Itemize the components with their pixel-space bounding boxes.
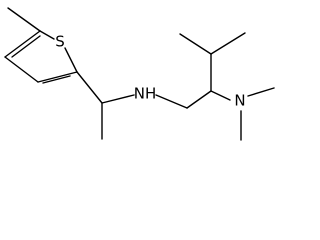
bond-c2-c3: [37, 71, 78, 83]
bond-c5-methyl: [7, 7, 41, 32]
bond-c5-s: [39, 30, 55, 40]
bond-ch-n: [210, 90, 231, 101]
bond-c2-c3-inner: [42, 75, 71, 84]
bond-s-c2: [64, 47, 78, 73]
bond-c4-c5-inner: [11, 35, 41, 58]
bond-c3-c4: [4, 56, 39, 83]
amine-nh-label: NH: [134, 85, 157, 103]
bond-n-methyl-upper: [247, 87, 275, 97]
thiophene-ring: [4, 30, 78, 84]
bond-ch-nh: [101, 94, 135, 104]
bond-nh-ch2: [155, 94, 188, 109]
bond-c4-c5: [4, 30, 41, 58]
structure-canvas: S NH N: [4, 7, 275, 141]
bond-isopropyl-methyl-left: [179, 33, 212, 55]
sulfur-atom-label: S: [55, 33, 65, 51]
bond-isopropyl-methyl-right: [210, 32, 246, 55]
dimethylamino-n-label: N: [234, 92, 245, 110]
bond-ch2-ch: [186, 90, 212, 109]
bond-c2-ch: [76, 71, 103, 104]
substituent-bonds: [7, 7, 275, 141]
molecule-diagram: S NH N: [4, 7, 275, 141]
